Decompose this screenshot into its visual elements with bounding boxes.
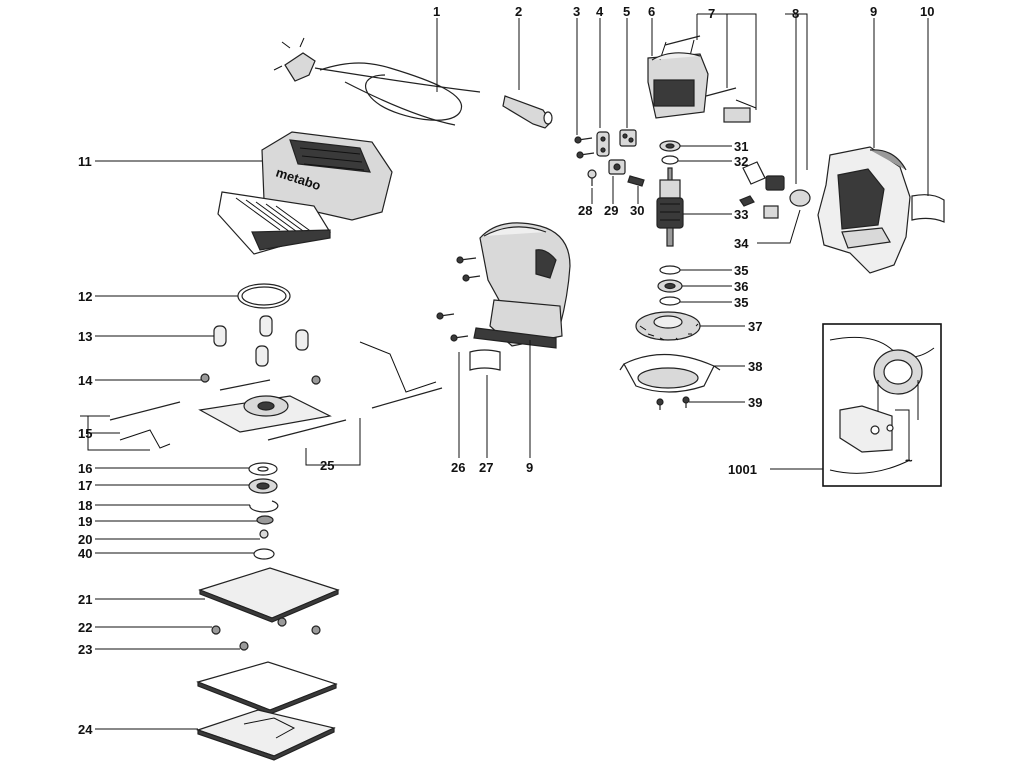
washer-35b-part: [659, 296, 681, 306]
callout-12: 12: [78, 289, 92, 304]
label-10-part: [911, 194, 945, 223]
screws-26-part: [436, 256, 481, 342]
callout-26: 26: [451, 460, 465, 475]
washer-19-part: [256, 515, 274, 525]
callout-20: 20: [78, 532, 92, 547]
brush-30-part: [627, 175, 645, 187]
callout-33: 33: [734, 207, 748, 222]
callout-labels: 1 2 3 4 5 6 7 8 9 10 11 12 13 14 15 16 1…: [78, 4, 934, 737]
callout-36: 36: [734, 279, 748, 294]
dust-cover-11-part: metabo: [261, 131, 393, 221]
screws-22-part: [211, 617, 321, 635]
pad-plate-part: [196, 661, 338, 715]
callout-34: 34: [734, 236, 749, 251]
leader-lines: [80, 13, 929, 730]
fan-guard-28-part: [587, 169, 597, 186]
callout-8: 8: [792, 6, 799, 21]
screws-39-part: [656, 396, 690, 410]
brush-holder-8-part: [739, 161, 811, 219]
callout-31: 31: [734, 139, 748, 154]
cable-sleeve-part: [502, 95, 553, 129]
bearing-17-part: [248, 478, 278, 494]
callout-7: 7: [708, 6, 715, 21]
front-housing-9-part: [473, 222, 571, 349]
callout-15: 15: [78, 426, 92, 441]
switch-5-part: [619, 129, 637, 147]
callout-9-top: 9: [870, 4, 877, 19]
screw-23-part: [239, 641, 249, 651]
callout-22: 22: [78, 620, 92, 635]
callout-35a: 35: [734, 263, 748, 278]
callout-40: 40: [78, 546, 92, 561]
dust-filter-part: [217, 191, 331, 255]
callout-38: 38: [748, 359, 762, 374]
callout-13: 13: [78, 329, 92, 344]
callout-11: 11: [78, 154, 92, 169]
screws-14-part: [200, 373, 321, 385]
callout-10: 10: [920, 4, 934, 19]
circlip-18-part: [249, 500, 279, 513]
terminal-block-4-part: [596, 131, 610, 157]
callout-25: 25: [320, 458, 334, 473]
rubber-feet-13-part: [213, 315, 309, 367]
field-coil-6-part: [647, 39, 709, 119]
callout-16: 16: [78, 461, 92, 476]
perforator-24-part: [196, 709, 336, 761]
callout-27: 27: [479, 460, 493, 475]
base-plate-part: [198, 395, 332, 433]
callout-29: 29: [604, 203, 618, 218]
bearing-36-part: [657, 279, 683, 293]
bearing-31-part: [659, 140, 681, 152]
callout-19: 19: [78, 514, 92, 529]
callout-4: 4: [596, 4, 604, 19]
callout-3: 3: [573, 4, 580, 19]
callout-28: 28: [578, 203, 592, 218]
callout-24: 24: [78, 722, 93, 737]
washer-35a-part: [659, 265, 681, 275]
clamping-bars-15-part: [109, 341, 443, 449]
power-cable-part: [273, 37, 481, 126]
callout-18: 18: [78, 498, 92, 513]
callout-30: 30: [630, 203, 644, 218]
callout-9-bottom: 9: [526, 460, 533, 475]
washer-16-part: [248, 462, 278, 476]
fan-37-part: [635, 311, 701, 341]
o-ring-12-part: [237, 283, 291, 309]
screw-20-part: [259, 529, 269, 539]
callout-35b: 35: [734, 295, 748, 310]
wiring-diagram-inset: ~: [822, 323, 942, 487]
carbon-brushes-7-part: [664, 35, 757, 123]
washer-40-part: [253, 548, 275, 560]
washer-32-part: [661, 155, 679, 165]
screws-3-part: [574, 136, 595, 159]
callout-1001: 1001: [728, 462, 757, 477]
pad-21-part: [198, 567, 340, 623]
callout-14: 14: [78, 373, 93, 388]
callout-39: 39: [748, 395, 762, 410]
callout-32: 32: [734, 154, 748, 169]
callout-37: 37: [748, 319, 762, 334]
brush-29-part: [608, 159, 626, 175]
callout-23: 23: [78, 642, 92, 657]
ac-symbol: ~: [905, 453, 913, 468]
callout-6: 6: [648, 4, 655, 19]
fan-housing-38-part: [619, 353, 721, 393]
armature-33-part: [656, 167, 684, 247]
motor-housing-9-part: [817, 146, 911, 274]
callout-21: 21: [78, 592, 92, 607]
callout-17: 17: [78, 478, 92, 493]
callout-2: 2: [515, 4, 522, 19]
grip-sleeve-27-part: [469, 349, 501, 371]
callout-1: 1: [433, 4, 440, 19]
callout-5: 5: [623, 4, 630, 19]
